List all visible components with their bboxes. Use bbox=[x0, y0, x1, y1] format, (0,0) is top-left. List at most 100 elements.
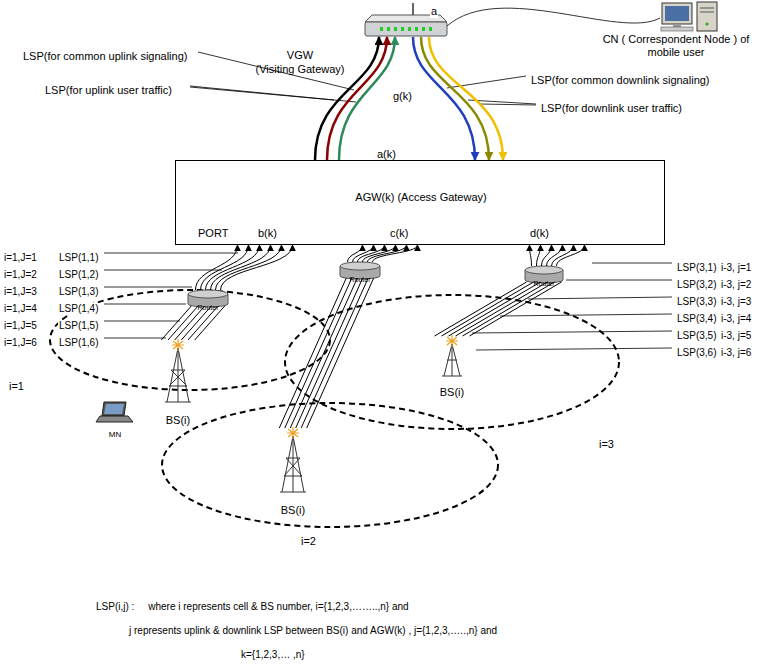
lsp-line bbox=[161, 306, 191, 340]
box-text: d(k) bbox=[530, 227, 549, 240]
link-label: LSP(for common uplink signaling) bbox=[22, 50, 188, 63]
lsp-label-holder: i-3, j=6 bbox=[720, 342, 752, 360]
lsp-line bbox=[221, 245, 293, 290]
router-icon-part bbox=[563, 270, 564, 280]
gateway-device-part bbox=[394, 27, 397, 31]
router: Router bbox=[188, 290, 228, 306]
lsp-label: i-3, j=1 bbox=[720, 262, 752, 274]
uplink-lsp bbox=[315, 37, 379, 160]
lsp-line bbox=[279, 278, 346, 428]
lsp-label-holder: LSP(1,4) bbox=[58, 298, 99, 316]
lsp-line bbox=[296, 278, 363, 428]
leader-lines-part bbox=[198, 52, 354, 90]
cell-label: i=1 bbox=[8, 380, 25, 393]
lsp-label: LSP(1,3) bbox=[58, 286, 99, 298]
lsp-label: LSP(3,2) bbox=[676, 279, 717, 291]
gateway-device-part bbox=[380, 27, 383, 31]
router-text-holder: Router bbox=[525, 272, 563, 290]
lsp-label-holder: i=1,J=6 bbox=[3, 332, 38, 350]
footnote-text-holder: k={1,2,3,… ,n} bbox=[240, 644, 306, 662]
lsp-line bbox=[456, 282, 548, 336]
station-label: BS(i) bbox=[439, 386, 465, 399]
laptop-icon-part bbox=[102, 402, 126, 416]
router-icon-part bbox=[525, 270, 526, 280]
lsp-label-holder: i=1,J=4 bbox=[3, 298, 38, 316]
station-label: BS(i) bbox=[280, 504, 306, 517]
correspondent-node: CN ( Correspondent Node ) of mobile user bbox=[660, 2, 722, 32]
lsp-label-holder: i-3, j=4 bbox=[720, 308, 752, 326]
lsp-bundle bbox=[279, 278, 373, 428]
network-link bbox=[447, 8, 660, 26]
lsp-label-holder: LSP(3,1) bbox=[676, 257, 717, 275]
link-curve bbox=[447, 8, 660, 26]
station-label: BS(i) bbox=[165, 414, 191, 427]
lsp-label: LSP(3,5) bbox=[676, 330, 717, 342]
lsp-bundle bbox=[530, 245, 585, 266]
cell-ellipse bbox=[162, 403, 498, 527]
mobile-node: MN bbox=[95, 400, 135, 436]
lsp-label-holder: i=1,J=1 bbox=[3, 247, 38, 265]
tower-icon-part bbox=[446, 335, 458, 347]
lsp-label-holder: LSP(3,3) bbox=[676, 291, 717, 309]
leader-lines-part bbox=[566, 280, 672, 281]
link-label-holder: LSP(for downlink user traffic) bbox=[540, 98, 683, 116]
lsp-label-holder: i-3, j=1 bbox=[720, 257, 752, 275]
lsp-label-holder: LSP(1,2) bbox=[58, 264, 99, 282]
lsp-label-holder: LSP(1,3) bbox=[58, 281, 99, 299]
port-label-holder: g(k) bbox=[392, 86, 413, 104]
box-text: b(k) bbox=[258, 227, 277, 240]
laptop-icon-part bbox=[96, 416, 133, 422]
router-text-holder: Router bbox=[340, 268, 380, 286]
tower-icon-part bbox=[172, 339, 184, 351]
footnote-text-holder: LSP(i,j) : where i represents cell & BS … bbox=[95, 596, 410, 614]
tower-icon-part bbox=[442, 344, 462, 376]
lsp-curve bbox=[413, 37, 475, 160]
lsp-label: i=1,J=6 bbox=[3, 337, 38, 349]
leader-lines-part bbox=[472, 331, 672, 333]
lsp-label: LSP(1,6) bbox=[58, 337, 99, 349]
visiting-gateway: VGW(Visiting Gateway) bbox=[365, 15, 447, 37]
node-caption-holder: (Visiting Gateway) bbox=[250, 59, 350, 77]
leader-lines-part bbox=[104, 287, 192, 288]
cell-label: i=3 bbox=[598, 438, 615, 451]
lsp-line bbox=[557, 245, 585, 266]
lsp-label-holder: i-3, j=2 bbox=[720, 274, 752, 292]
lsp-label-holder: LSP(3,6) bbox=[676, 342, 717, 360]
cell-label-holder: i=3 bbox=[598, 434, 615, 452]
leader-lines-part bbox=[190, 87, 356, 102]
lsp-line bbox=[175, 306, 205, 340]
node-caption: VGW bbox=[287, 49, 313, 62]
lsp-line bbox=[442, 282, 534, 336]
lsp-label-holder: LSP(1,5) bbox=[58, 315, 99, 333]
lsp-curve bbox=[429, 37, 503, 160]
node-caption: CN ( Correspondent Node ) of mobile user bbox=[594, 33, 758, 58]
lsp-line bbox=[348, 245, 363, 262]
downlink-lsp bbox=[421, 37, 489, 160]
gateway-device-part bbox=[412, 3, 414, 15]
computer-icon-part bbox=[662, 3, 692, 24]
lsp-label-holder: LSP(3,2) bbox=[676, 274, 717, 292]
base-station: BS(i) bbox=[430, 336, 474, 398]
tower-icon-part bbox=[287, 427, 299, 439]
leader-lines-part bbox=[500, 314, 672, 316]
station-label-holder: BS(i) bbox=[265, 500, 321, 518]
box-text-holder: d(k) bbox=[530, 223, 549, 241]
lsp-label: i-3, j=6 bbox=[720, 347, 752, 359]
lsp-line bbox=[530, 245, 532, 266]
lsp-label-holder: i=1,J=3 bbox=[3, 281, 38, 299]
access-gateway-box: AGW(k) (Access Gateway)PORTb(k)c(k)d(k) bbox=[175, 160, 665, 245]
link-label-holder: LSP(for common uplink signaling) bbox=[22, 46, 188, 64]
downlink-lsp bbox=[429, 37, 503, 160]
router-icon-part bbox=[188, 294, 189, 304]
lsp-label-holder: i=1,J=5 bbox=[3, 315, 38, 333]
lsp-label: i-3, j=2 bbox=[720, 279, 752, 291]
node-caption-holder: VGW bbox=[250, 45, 350, 63]
gateway-device-part bbox=[387, 27, 390, 31]
lsp-bundle bbox=[435, 282, 562, 336]
lsp-label: LSP(3,4) bbox=[676, 313, 717, 325]
box-text: AGW(k) (Access Gateway) bbox=[355, 191, 486, 204]
tower-icon-part bbox=[280, 436, 306, 492]
port-label: a(k) bbox=[376, 148, 397, 161]
